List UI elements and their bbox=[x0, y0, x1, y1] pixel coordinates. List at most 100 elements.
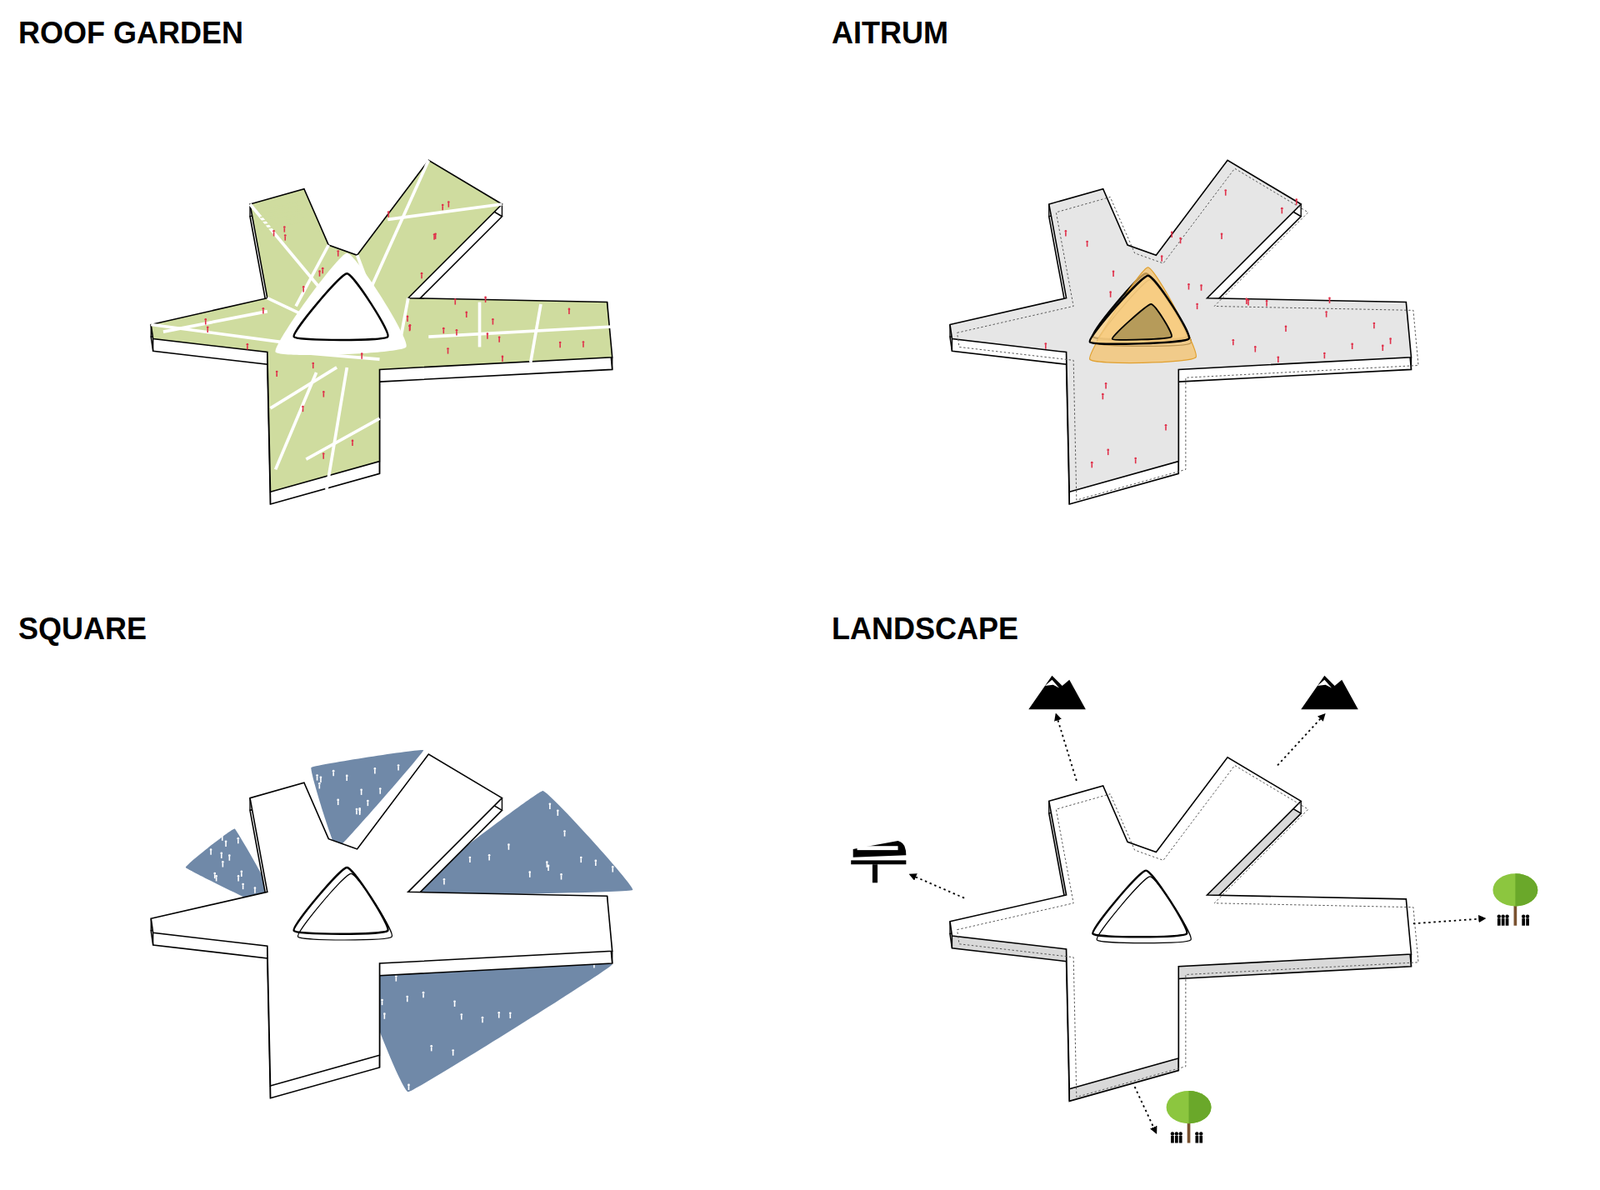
atrium-volume bbox=[1090, 267, 1197, 364]
mountain-icon bbox=[1028, 675, 1086, 710]
person bbox=[322, 452, 325, 455]
person bbox=[408, 1085, 410, 1090]
person bbox=[568, 310, 570, 315]
person bbox=[453, 1000, 456, 1004]
person bbox=[302, 285, 305, 289]
person bbox=[1044, 342, 1047, 345]
person bbox=[1276, 355, 1280, 359]
garden-path bbox=[428, 326, 612, 337]
person bbox=[1160, 257, 1163, 262]
person bbox=[582, 343, 585, 348]
person bbox=[508, 845, 510, 850]
person bbox=[481, 1018, 484, 1023]
person bbox=[237, 877, 240, 882]
person bbox=[272, 230, 275, 233]
person bbox=[1196, 305, 1199, 310]
person bbox=[1105, 385, 1107, 390]
person bbox=[254, 886, 257, 890]
person bbox=[395, 975, 398, 978]
person bbox=[488, 856, 490, 861]
building-edge bbox=[611, 357, 613, 370]
inner-outline bbox=[957, 765, 1419, 1097]
person bbox=[275, 372, 278, 377]
person bbox=[406, 315, 410, 319]
panel-heading: AITRUM bbox=[831, 15, 949, 51]
person bbox=[336, 799, 340, 802]
tree-icon bbox=[1492, 873, 1538, 925]
person bbox=[387, 213, 390, 218]
void bbox=[1092, 870, 1187, 938]
building-edge bbox=[951, 339, 953, 352]
person bbox=[1065, 232, 1067, 237]
person bbox=[405, 995, 409, 999]
person bbox=[498, 1014, 500, 1019]
person bbox=[1045, 345, 1047, 350]
person bbox=[246, 343, 250, 346]
building-top bbox=[950, 160, 1411, 492]
person bbox=[1295, 200, 1298, 205]
person bbox=[498, 335, 501, 339]
person bbox=[454, 298, 457, 301]
person bbox=[351, 440, 355, 443]
person bbox=[395, 977, 398, 982]
person bbox=[360, 788, 363, 791]
person bbox=[407, 1084, 410, 1087]
person bbox=[1245, 300, 1248, 305]
person bbox=[332, 771, 335, 776]
person bbox=[501, 355, 505, 359]
person bbox=[1220, 232, 1224, 235]
person bbox=[1373, 322, 1376, 325]
person bbox=[220, 854, 223, 859]
person bbox=[486, 332, 490, 335]
person bbox=[215, 877, 218, 882]
person bbox=[241, 883, 245, 886]
person bbox=[510, 1014, 512, 1019]
garden-path bbox=[250, 204, 327, 296]
person bbox=[1325, 313, 1328, 318]
person bbox=[214, 874, 216, 879]
person bbox=[406, 997, 409, 1002]
person bbox=[1086, 242, 1089, 247]
person bbox=[228, 854, 231, 857]
person bbox=[1188, 285, 1190, 290]
person bbox=[284, 236, 286, 241]
person bbox=[430, 1045, 433, 1048]
person bbox=[469, 858, 471, 863]
person bbox=[237, 875, 240, 878]
atrium-void bbox=[1112, 304, 1172, 340]
building-edge bbox=[1300, 204, 1302, 217]
person bbox=[485, 298, 487, 303]
person bbox=[1101, 393, 1105, 396]
inner-outline bbox=[957, 168, 1419, 500]
person bbox=[213, 872, 216, 875]
person bbox=[360, 790, 363, 795]
person bbox=[242, 885, 245, 890]
panel-heading: SQUARE bbox=[18, 610, 147, 647]
person bbox=[454, 1002, 456, 1007]
person bbox=[380, 999, 384, 1002]
person bbox=[501, 357, 504, 362]
garden-path bbox=[367, 160, 429, 296]
person bbox=[397, 766, 400, 771]
person bbox=[460, 1013, 463, 1016]
person bbox=[409, 326, 411, 331]
person bbox=[492, 320, 495, 325]
void-edge bbox=[1096, 876, 1191, 944]
person bbox=[1102, 395, 1105, 400]
person bbox=[323, 393, 325, 398]
person bbox=[321, 267, 325, 270]
person bbox=[336, 250, 340, 253]
person bbox=[262, 307, 265, 310]
person bbox=[1106, 449, 1110, 452]
person bbox=[488, 854, 491, 857]
person bbox=[1200, 286, 1203, 291]
person bbox=[498, 338, 500, 343]
person bbox=[420, 272, 424, 275]
person bbox=[205, 320, 207, 325]
person bbox=[360, 355, 363, 360]
person bbox=[337, 800, 340, 805]
person bbox=[409, 326, 411, 331]
person bbox=[1285, 327, 1287, 332]
person bbox=[446, 347, 450, 350]
person bbox=[319, 272, 321, 277]
